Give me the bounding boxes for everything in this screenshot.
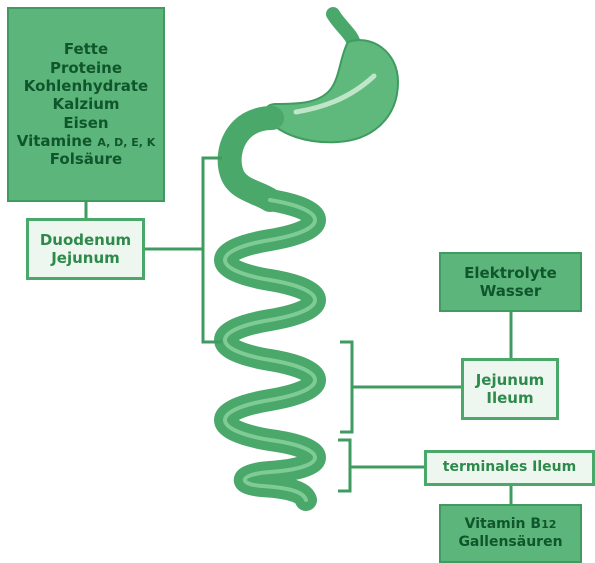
- nutrients-box: Fette Proteine Kohlenhydrate Kalzium Eis…: [7, 7, 165, 202]
- bracket-middle: [340, 342, 352, 432]
- nutrient-kalzium: Kalzium: [52, 95, 119, 113]
- duodenum-shape: [230, 118, 272, 200]
- electrolyte-water-box: Elektrolyte Wasser: [439, 252, 582, 312]
- nutrient-proteine: Proteine: [50, 59, 122, 77]
- bracket-lower: [338, 440, 350, 491]
- vitamine-label: Vitamine: [17, 132, 92, 150]
- nutrient-folsaeure: Folsäure: [50, 150, 122, 168]
- esophagus: [333, 14, 354, 44]
- jejunum-label: Jejunum: [51, 249, 120, 267]
- duodenum-jejunum-box: Duodenum Jejunum: [26, 218, 145, 280]
- jejunum-ileum-ileum: Ileum: [486, 389, 533, 407]
- nutrient-kohlenhydrate: Kohlenhydrate: [24, 77, 148, 95]
- wasser-label: Wasser: [480, 282, 542, 300]
- vitamin-b-text: Vitamin B: [465, 516, 541, 532]
- stomach: [265, 40, 398, 142]
- nutrient-fette: Fette: [64, 40, 108, 58]
- duodenum-label: Duodenum: [40, 231, 131, 249]
- jejunum-ileum-jejunum: Jejunum: [476, 371, 545, 389]
- vitamin-b12-box: Vitamin B12 Gallensäuren: [439, 504, 582, 563]
- jejunum-ileum-box: Jejunum Ileum: [461, 358, 559, 420]
- nutrient-vitamine: Vitamine A, D, E, K: [17, 132, 156, 150]
- vitamine-letters: A, D, E, K: [97, 136, 155, 149]
- vitamin-b12-label: Vitamin B12: [465, 516, 557, 533]
- nutrient-eisen: Eisen: [63, 114, 108, 132]
- gallensaeuren-label: Gallensäuren: [458, 534, 562, 551]
- vitamin-b-subscript: 12: [541, 518, 556, 531]
- elektrolyte-label: Elektrolyte: [464, 264, 557, 282]
- terminal-ileum-box: terminales Ileum: [424, 450, 595, 486]
- terminal-ileum-label: terminales Ileum: [443, 459, 576, 476]
